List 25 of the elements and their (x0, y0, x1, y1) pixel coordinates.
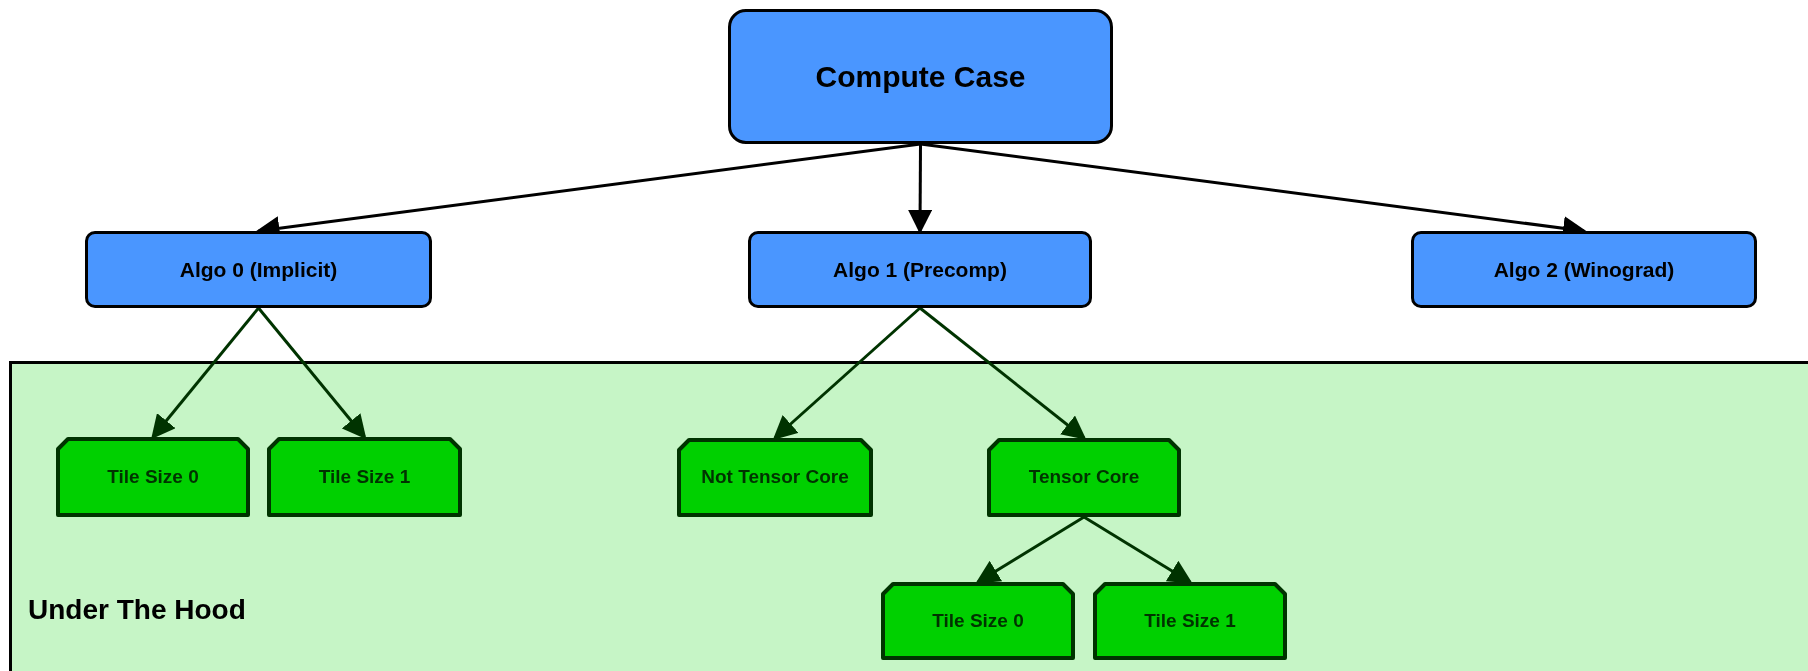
arrow (975, 515, 1085, 584)
arrow (257, 307, 367, 440)
node-label: Tensor Core (1028, 466, 1140, 489)
process-box: Algo 2 (Winograd) (1411, 231, 1757, 308)
process-box: Algo 1 (Precomp) (748, 231, 1092, 308)
process-box (267, 437, 462, 517)
node-label: Tile Size 1 (318, 465, 411, 489)
arrow (151, 307, 260, 440)
group-panel (9, 361, 1808, 671)
node-label: Tile Size 0 (107, 465, 199, 489)
arrow (1083, 515, 1193, 584)
node-label: Not Tensor Core (701, 466, 849, 489)
root-box: Compute Case (728, 9, 1113, 144)
node-label: Tile Size 1 (1144, 609, 1236, 633)
arrow (772, 306, 921, 440)
process-box (881, 582, 1075, 660)
process-box (1093, 582, 1287, 660)
node-label: Tile Size 0 (932, 609, 1024, 633)
group-title: Under The Hood (28, 594, 246, 626)
process-box (56, 437, 250, 517)
arrow (908, 144, 933, 234)
process-box: Algo 0 (Implicit) (85, 231, 432, 308)
arrow (919, 306, 1087, 440)
process-box (987, 438, 1181, 517)
process-box (677, 438, 873, 517)
